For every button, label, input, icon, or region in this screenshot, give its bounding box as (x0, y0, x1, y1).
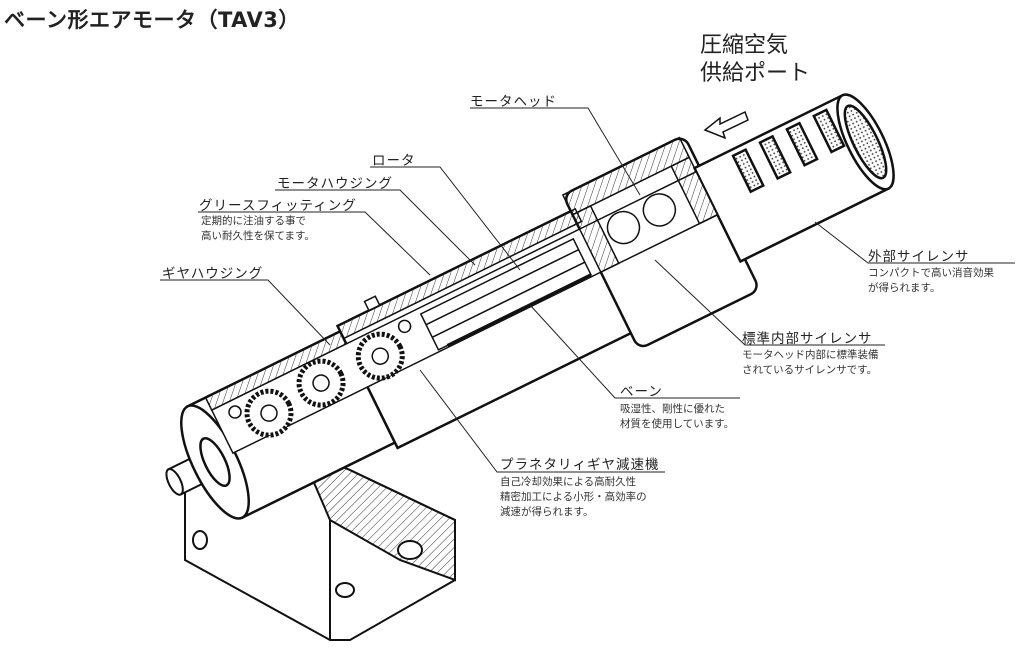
label-vane: ベーン (620, 384, 663, 400)
label-planetary-gear: プラネタリィギヤ減速機 (500, 457, 660, 473)
air-inlet-arrow-icon (703, 110, 749, 140)
bearing (397, 319, 412, 334)
desc-vane-2: 材質を使用しています。 (620, 418, 735, 430)
label-internal-silencer: 標準内部サイレンサ (742, 331, 873, 347)
desc-planetary-gear-1: 自己冷却効果による高耐久性 (500, 476, 637, 488)
page-title: ベーン形エアモータ（TAV3） (4, 8, 300, 32)
label-motor-head: モータヘッド (470, 94, 557, 110)
internal-silencer (606, 210, 641, 245)
desc-planetary-gear-3: 減速が得られます。 (500, 506, 594, 518)
desc-external-silencer-2: が得られます。 (868, 282, 941, 294)
label-motor-housing: モータハウジング (277, 176, 393, 192)
motor-body (165, 93, 895, 520)
desc-external-silencer-1: コンパクトで高い消音効果 (868, 267, 994, 279)
label-grease-fitting: グリースフィッティング (199, 198, 357, 214)
leader-lines (160, 107, 1015, 473)
label-external-silencer: 外部サイレンサ (868, 249, 970, 265)
grease-fitting (363, 295, 381, 312)
desc-grease-fitting-2: 高い耐久性を保てます。 (201, 230, 315, 242)
cutaway-section (204, 136, 719, 455)
desc-internal-silencer-2: されているサイレンサです。 (742, 364, 878, 376)
desc-vane-1: 吸湿性、剛性に優れた (620, 403, 725, 415)
air-supply-port-label: 圧縮空気 供給ポート (700, 32, 810, 88)
external-silencer (692, 93, 895, 264)
label-gear-housing: ギヤハウジング (162, 266, 264, 282)
air-port-line1: 圧縮空気 (700, 33, 789, 58)
planetary-gears (244, 331, 405, 438)
bearing (228, 405, 242, 419)
air-port-line2: 供給ポート (700, 61, 811, 86)
desc-internal-silencer-1: モータヘッド内部に標準装備 (742, 349, 879, 361)
vane (446, 273, 592, 347)
label-rotor: ロータ (372, 153, 416, 169)
desc-planetary-gear-2: 精密加工による小形・高効率の (500, 491, 647, 503)
desc-grease-fitting-1: 定期的に注油する事で (201, 215, 306, 227)
